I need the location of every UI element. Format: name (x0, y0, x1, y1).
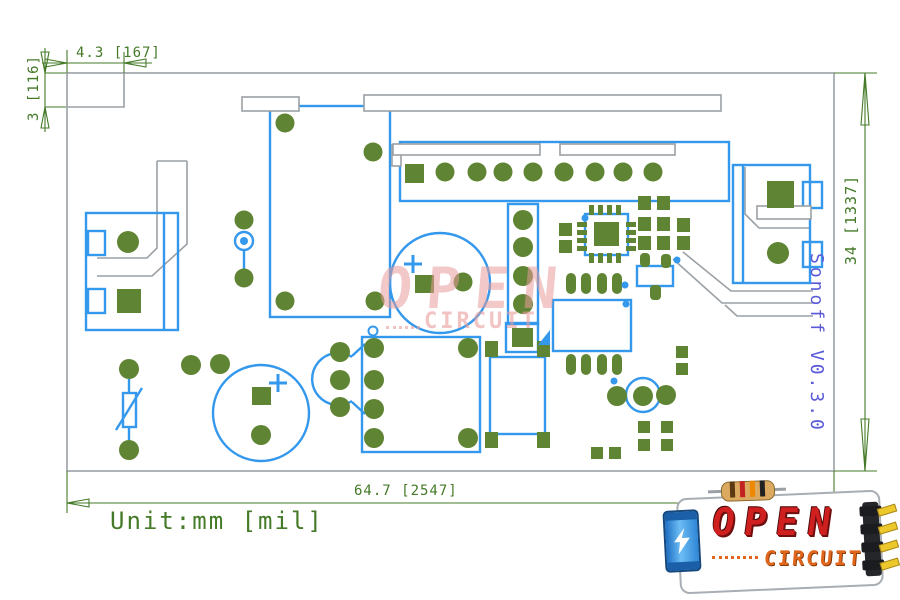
battery-icon (662, 509, 702, 573)
ic-connector-icon (859, 501, 900, 577)
watermark-circuit: CIRCUIT (424, 309, 538, 334)
pin1-markers (240, 214, 681, 385)
logo-dotted-line (712, 556, 758, 559)
copper-traces (97, 160, 813, 317)
dim-notch-height: 3 [116] (26, 55, 42, 122)
dim-board-height: 34 [1337] (842, 174, 860, 266)
board-outline (66, 72, 835, 472)
component-outlines (84, 104, 824, 463)
logo-word-circuit: CIRCUIT (762, 546, 864, 570)
watermark-dashes (386, 326, 420, 329)
logo-word-open: OPEN (708, 500, 843, 544)
silkscreen-bars (241, 94, 812, 220)
units-note: Unit:mm [mil] (110, 507, 324, 535)
pads-layer (117, 113, 794, 460)
open-circuit-logo: OPEN CIRCUIT (662, 480, 900, 598)
dim-board-width: 64.7 [2547] (354, 483, 458, 499)
dim-notch-width: 4.3 [167] (76, 45, 161, 61)
board-version-label: Sonoff V0.3.0 (806, 253, 827, 433)
